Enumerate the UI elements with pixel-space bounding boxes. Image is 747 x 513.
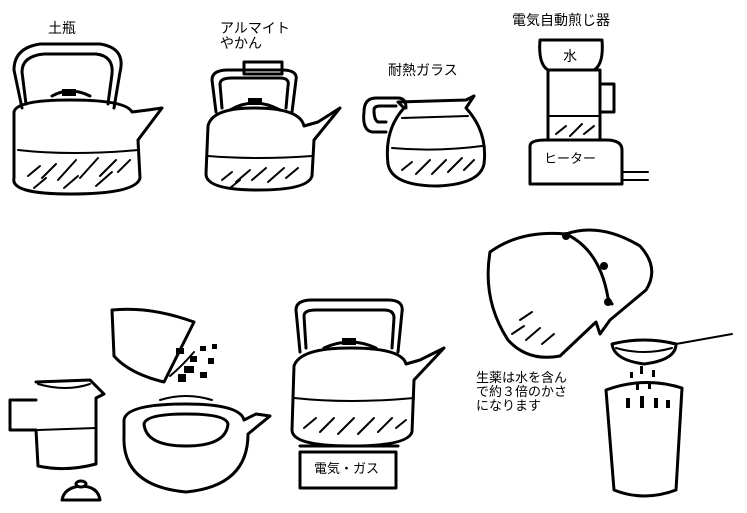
strainer-illustration (610, 333, 733, 366)
electric-brewer-label: 電気自動煎じ器 (512, 13, 610, 29)
pouring-kettle-illustration (486, 228, 654, 359)
clay-pot-label: 土瓶 (48, 21, 76, 37)
heat-glass-label: 耐熱ガラス (388, 63, 458, 79)
clay-pot-illustration (12, 42, 164, 196)
kettle-on-stove-illustration (290, 298, 446, 490)
heater-label: ヒーター (544, 152, 597, 167)
alumite-kettle-label: アルマイト やかん (220, 21, 290, 52)
water-label: 水 (563, 49, 577, 65)
volume-note-label: 生薬は水を含ん で約３倍のかさ になります (476, 371, 568, 414)
water-jug-illustration (8, 378, 106, 502)
electric-brewer-illustration (528, 38, 649, 186)
herb-bag-illustration (110, 307, 217, 384)
heat-glass-pot-illustration (362, 94, 487, 188)
open-pot-illustration (122, 395, 272, 494)
electric-gas-label: 電気・ガス (314, 462, 380, 477)
alumite-kettle-illustration (204, 60, 342, 192)
cup-illustration (604, 366, 684, 498)
